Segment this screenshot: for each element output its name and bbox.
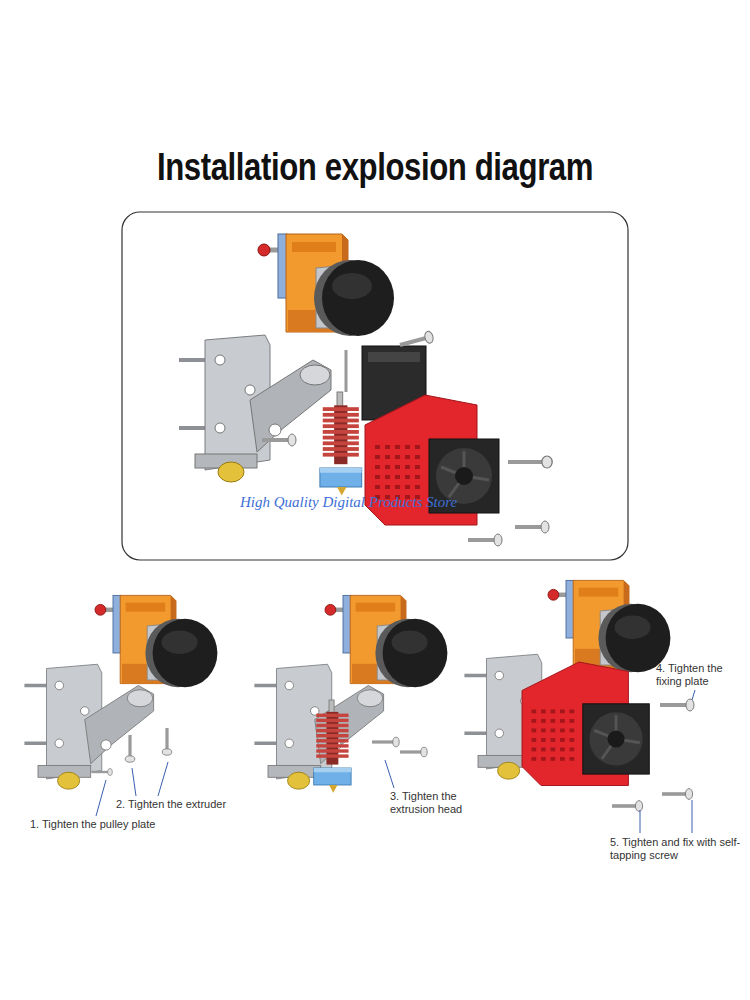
- step-label: 4. Tighten the fixing plate: [656, 662, 742, 688]
- step-label: 2. Tighten the extruder: [116, 798, 226, 811]
- diagram-title: Installation explosion diagram: [68, 146, 683, 189]
- step-label: 1. Tighten the pulley plate: [30, 818, 155, 831]
- step-label: 5. Tighten and fix with self-tapping scr…: [610, 836, 744, 862]
- watermark: High Quality Digital Products Store: [240, 494, 457, 511]
- step-label: 3. Tighten the extrusion head: [390, 790, 482, 816]
